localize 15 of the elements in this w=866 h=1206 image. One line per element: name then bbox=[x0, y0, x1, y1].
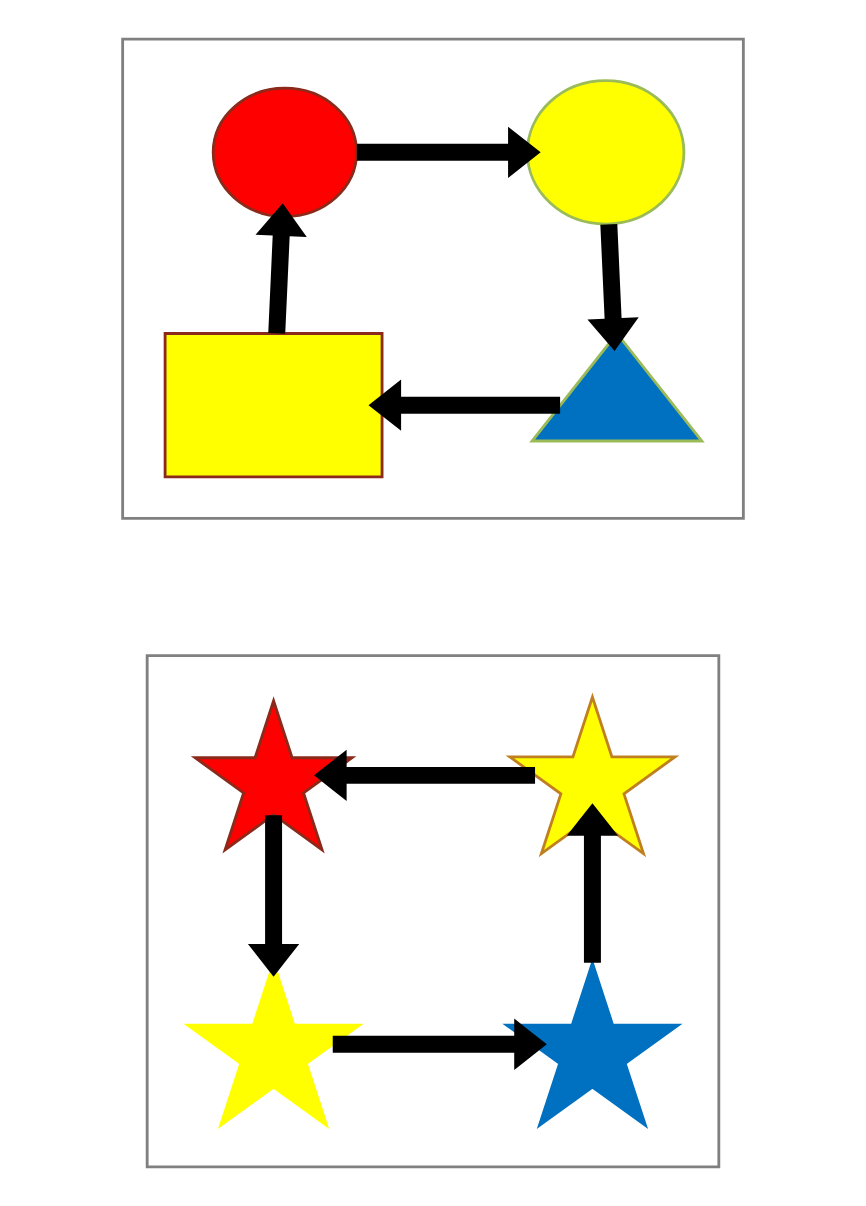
arrow bbox=[255, 203, 307, 334]
node-circle bbox=[525, 79, 686, 226]
arrow bbox=[587, 223, 639, 351]
arrow bbox=[356, 126, 541, 178]
cluster bbox=[121, 37, 745, 520]
arrow bbox=[566, 803, 619, 963]
arrow bbox=[368, 379, 561, 431]
arrow bbox=[314, 749, 536, 802]
node-circle bbox=[211, 86, 358, 218]
node-star bbox=[502, 958, 683, 1130]
arrow bbox=[332, 1018, 547, 1070]
node-box bbox=[163, 332, 384, 479]
node-star bbox=[190, 696, 357, 854]
cluster bbox=[145, 654, 721, 1169]
node-star bbox=[505, 692, 680, 858]
